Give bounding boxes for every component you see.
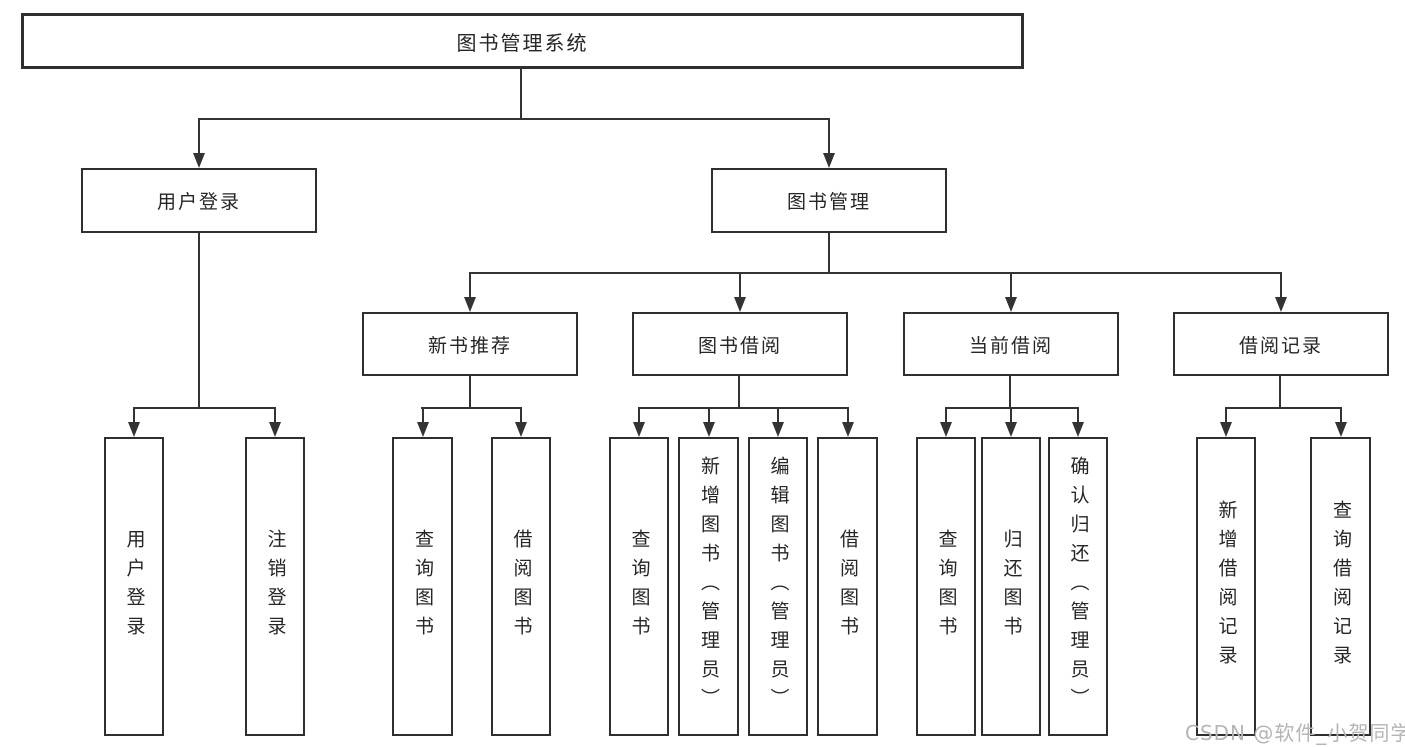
connector-line xyxy=(738,272,741,297)
node-label: 编辑图书（管理员） xyxy=(767,456,790,717)
node-label: 借阅图书 xyxy=(510,528,533,645)
leaf-query-books-recommend: 查询图书 xyxy=(392,437,453,736)
node-label: 用户登录 xyxy=(156,191,241,213)
node-label: 新增借阅记录 xyxy=(1215,499,1238,674)
arrowhead-down-icon xyxy=(515,422,527,437)
connector-line xyxy=(1339,407,1342,422)
connector-line xyxy=(198,118,830,120)
connector-line xyxy=(1009,376,1011,407)
node-label: 查询借阅记录 xyxy=(1330,499,1352,674)
node-label: 借阅记录 xyxy=(1238,334,1323,357)
connector-line xyxy=(198,233,200,407)
connector-line xyxy=(421,407,424,422)
arrowhead-down-icon xyxy=(940,422,952,437)
node-label: 新书推荐 xyxy=(427,334,512,357)
connector-line xyxy=(1225,407,1227,422)
arrowhead-down-icon xyxy=(633,422,645,437)
connector-line xyxy=(520,407,522,422)
node-label: 新增图书（管理员） xyxy=(698,456,720,717)
connector-line xyxy=(1009,272,1012,297)
connector-line xyxy=(777,407,779,422)
node-new-book-recommend: 新书推荐 xyxy=(362,312,578,376)
node-label: 借阅图书 xyxy=(837,528,859,645)
connector-line xyxy=(638,407,640,422)
node-current-borrowing: 当前借阅 xyxy=(903,312,1119,376)
connector-line xyxy=(846,407,849,422)
leaf-borrow-books-recommend: 借阅图书 xyxy=(491,437,551,736)
node-system-root: 图书管理系统 xyxy=(21,13,1024,69)
connector-line xyxy=(133,407,135,422)
node-label: 图书借阅 xyxy=(697,334,782,357)
arrowhead-down-icon xyxy=(1220,422,1232,437)
leaf-query-books-current: 查询图书 xyxy=(916,437,976,736)
csdn-watermark: CSDN @软件_小贺同学 xyxy=(1185,721,1405,745)
node-borrowing-records: 借阅记录 xyxy=(1173,312,1389,376)
arrowhead-down-icon xyxy=(1005,422,1017,437)
arrowhead-down-icon xyxy=(841,422,854,437)
connector-line xyxy=(469,376,471,407)
connector-line xyxy=(1225,407,1342,409)
connector-line xyxy=(274,407,276,422)
connector-line xyxy=(707,407,710,422)
arrowhead-down-icon xyxy=(193,153,205,168)
leaf-query-books-borrowing: 查询图书 xyxy=(609,437,669,736)
leaf-query-borrow-record: 查询借阅记录 xyxy=(1310,437,1371,736)
leaf-user-login: 用户登录 xyxy=(104,437,164,736)
connector-line xyxy=(421,407,522,409)
node-label: 确认归还（管理员） xyxy=(1067,456,1090,717)
arrowhead-down-icon xyxy=(464,297,476,312)
leaf-logout: 注销登录 xyxy=(245,437,305,736)
node-label: 图书管理系统 xyxy=(456,30,589,55)
arrowhead-down-icon xyxy=(702,422,715,437)
leaf-edit-book-admin: 编辑图书（管理员） xyxy=(748,437,808,736)
node-label: 查询图书 xyxy=(935,528,958,645)
node-book-borrowing: 图书借阅 xyxy=(632,312,848,376)
connector-line xyxy=(828,118,830,153)
arrowhead-down-icon xyxy=(1334,422,1347,437)
node-label: 查询图书 xyxy=(412,528,434,645)
node-label: 用户登录 xyxy=(123,528,146,645)
leaf-add-borrow-record: 新增借阅记录 xyxy=(1196,437,1256,736)
node-label: 归还图书 xyxy=(1000,528,1023,645)
arrowhead-down-icon xyxy=(269,422,281,437)
arrowhead-down-icon xyxy=(772,422,784,437)
leaf-return-books: 归还图书 xyxy=(981,437,1041,736)
connector-line xyxy=(1010,407,1012,422)
connector-line xyxy=(828,233,830,274)
arrowhead-down-icon xyxy=(1274,297,1287,312)
connector-line xyxy=(638,407,849,409)
leaf-borrow-books-borrowing: 借阅图书 xyxy=(817,437,878,736)
leaf-add-book-admin: 新增图书（管理员） xyxy=(678,437,739,736)
arrowhead-down-icon xyxy=(128,422,140,437)
connector-line xyxy=(1077,407,1079,422)
connector-line xyxy=(1279,272,1282,297)
arrowhead-down-icon xyxy=(1004,297,1017,312)
arrowhead-down-icon xyxy=(733,297,746,312)
node-label: 查询图书 xyxy=(628,528,651,645)
connector-line xyxy=(738,376,740,407)
connector-line xyxy=(520,69,522,118)
connector-line xyxy=(945,407,1079,409)
arrowhead-down-icon xyxy=(1072,422,1084,437)
connector-line xyxy=(133,407,276,409)
connector-line xyxy=(1279,376,1281,407)
node-book-management: 图书管理 xyxy=(711,168,947,233)
arrowhead-down-icon xyxy=(823,153,835,168)
connector-line xyxy=(198,118,200,153)
node-label: 图书管理 xyxy=(786,191,871,213)
connector-line xyxy=(469,272,471,297)
node-user-login: 用户登录 xyxy=(81,168,317,233)
leaf-confirm-return-admin: 确认归还（管理员） xyxy=(1048,437,1108,736)
arrowhead-down-icon xyxy=(416,422,429,437)
node-label: 当前借阅 xyxy=(968,334,1053,357)
node-label: 注销登录 xyxy=(264,528,287,645)
connector-line xyxy=(945,407,947,422)
connector-line xyxy=(469,272,1282,274)
